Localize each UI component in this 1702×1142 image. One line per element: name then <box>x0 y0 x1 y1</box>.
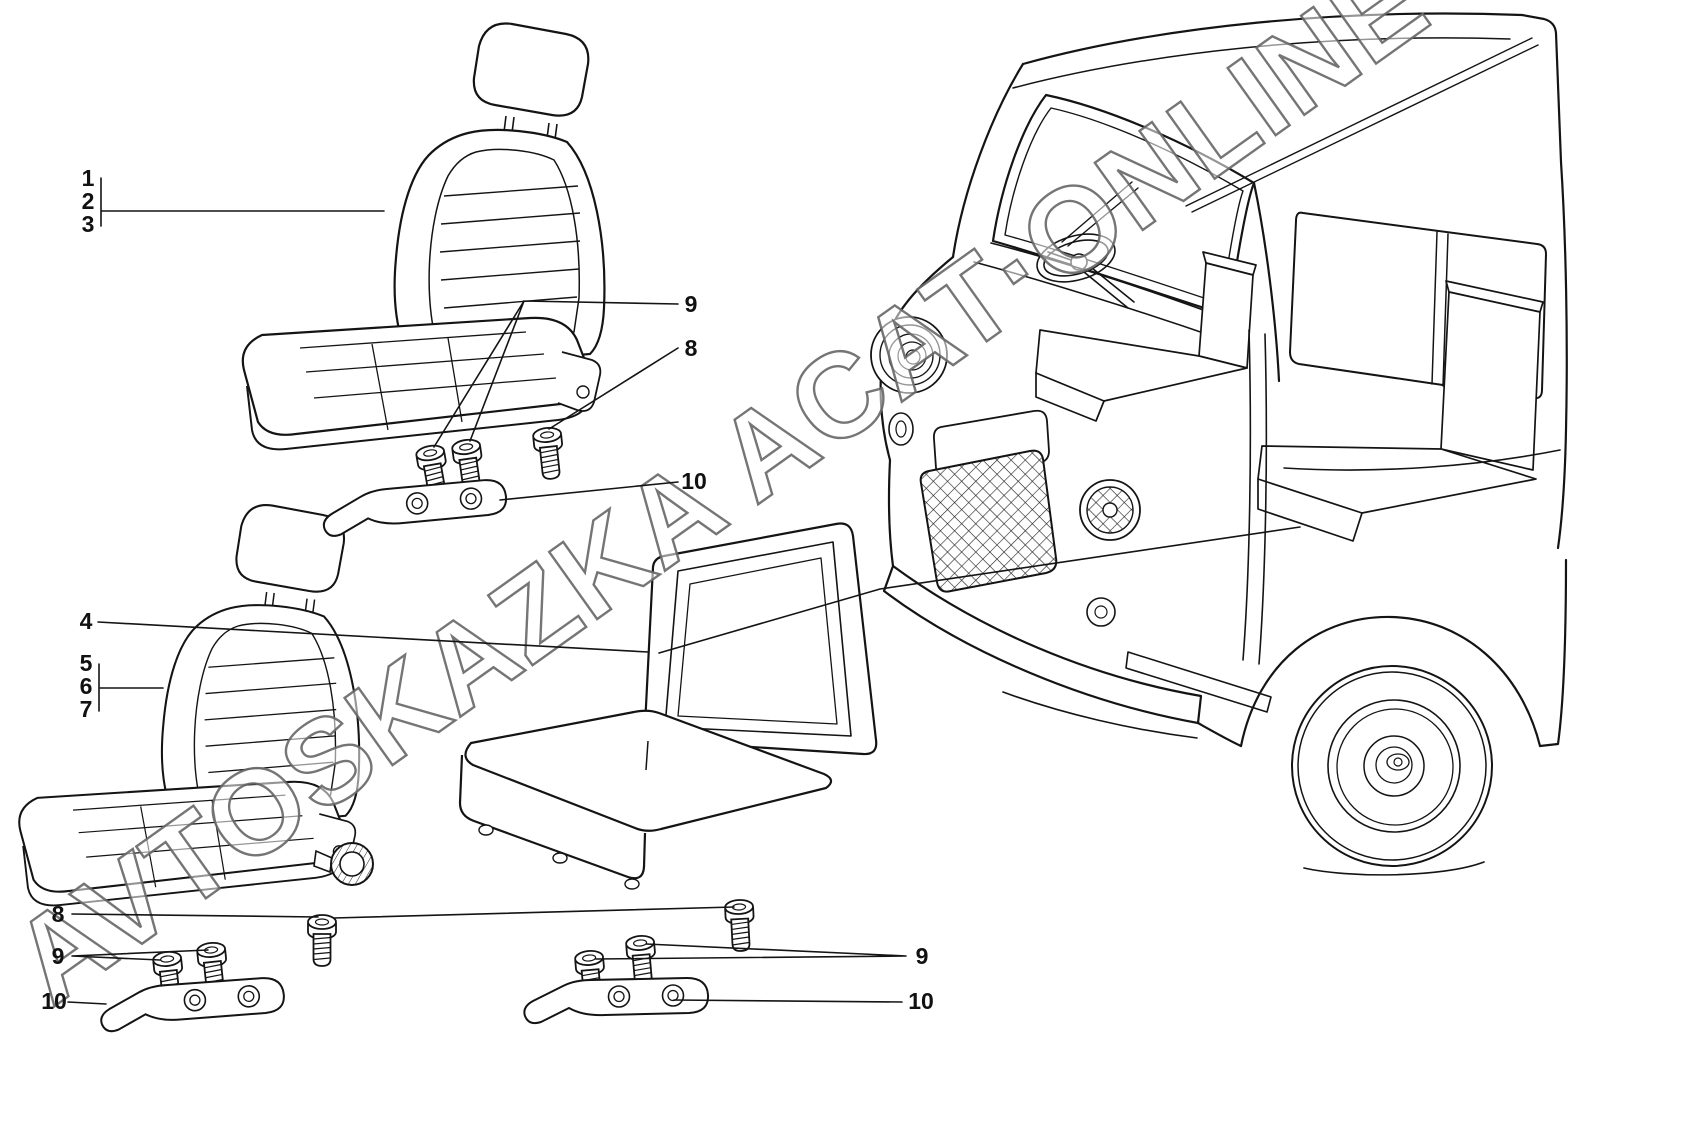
van-marker-lamp <box>888 412 914 446</box>
van-horn-grille <box>1079 479 1141 541</box>
van-interior-front-seat <box>1035 251 1257 422</box>
callout-label: 10 <box>41 988 67 1014</box>
callout-line-9-top <box>433 300 679 448</box>
bolt-icon <box>531 425 567 482</box>
watermark-text: AVTOSKAZKA ACAT·ONLINE <box>0 0 1452 1030</box>
van-antenna <box>1185 37 1539 213</box>
callout-line-123 <box>100 177 385 227</box>
callout-label: 8 <box>52 901 65 927</box>
callout-label: 9 <box>52 943 65 969</box>
van-rear-edge <box>1556 160 1568 550</box>
callout-label: 3 <box>82 211 95 237</box>
van-drawing <box>870 12 1568 876</box>
van-roof-inner <box>1012 37 1511 89</box>
callout-label: 2 <box>82 188 95 214</box>
passenger-seat-recliner-knob <box>313 842 374 886</box>
bracket-plate <box>320 477 509 538</box>
callout-line-567 <box>98 663 164 712</box>
van-roof <box>1021 12 1563 164</box>
van-interior-rear-seat <box>1257 280 1544 542</box>
callout-label: 10 <box>908 988 934 1014</box>
callout-label: 5 <box>80 650 93 676</box>
callout-line-8-top <box>548 347 679 430</box>
callout-line-8-bl <box>71 906 735 919</box>
van-a-pillar <box>951 62 1025 259</box>
callout-line-10-br <box>673 999 903 1003</box>
driver-seat-drawing <box>241 22 606 451</box>
van-grille <box>919 449 1058 593</box>
van-lower-body <box>1196 721 1243 748</box>
bolt-icon <box>307 914 337 967</box>
van-wiper <box>1061 181 1139 247</box>
callout-label: 1 <box>82 165 95 191</box>
folding-seat-back-frame <box>664 541 852 737</box>
folding-seat-hinge <box>645 740 649 771</box>
callout-line-9-bl <box>71 949 209 961</box>
van-side-crease <box>1283 449 1561 471</box>
van-bumper <box>882 564 1203 725</box>
van-b-pillar <box>1252 181 1281 383</box>
folding-seat-cushion <box>464 709 833 832</box>
van-ground-line <box>1303 861 1485 876</box>
callout-label: 7 <box>80 696 93 722</box>
van-door-seams <box>1242 329 1268 665</box>
callout-line-10-top <box>499 481 679 501</box>
callout-label: 9 <box>916 943 929 969</box>
van-window-divider <box>1431 231 1449 387</box>
folding-seat-feet <box>478 824 640 890</box>
callout-label: 10 <box>681 468 707 494</box>
van-wheel-arch <box>1239 615 1542 748</box>
callout-line-10-bl <box>67 1001 107 1005</box>
folding-seat-back-frame2 <box>677 557 838 725</box>
folding-seat-drawing <box>458 522 878 890</box>
callout-labels: 1 2 3 9 8 10 4 5 6 7 8 9 10 9 10 <box>41 165 934 1014</box>
callout-label: 9 <box>685 291 698 317</box>
van-bumper-lower <box>1002 691 1198 739</box>
van-fuel-knob <box>1086 597 1116 627</box>
callout-label: 8 <box>685 335 698 361</box>
callout-label: 4 <box>80 608 93 634</box>
van-headlight <box>870 316 948 394</box>
van-rear-lower <box>1538 558 1568 748</box>
folding-seat-skirt <box>458 754 647 880</box>
callout-label: 6 <box>80 673 93 699</box>
van-wheel <box>1291 665 1493 867</box>
van-rocker-step <box>1125 651 1272 713</box>
callout-line-9-br <box>595 943 907 960</box>
van-cowl-lines <box>973 242 1229 340</box>
callout-line-4 <box>97 621 649 653</box>
van-front-edge <box>879 255 955 568</box>
callout-lines <box>67 177 1301 1005</box>
callout-line-van-seat <box>658 526 1301 654</box>
